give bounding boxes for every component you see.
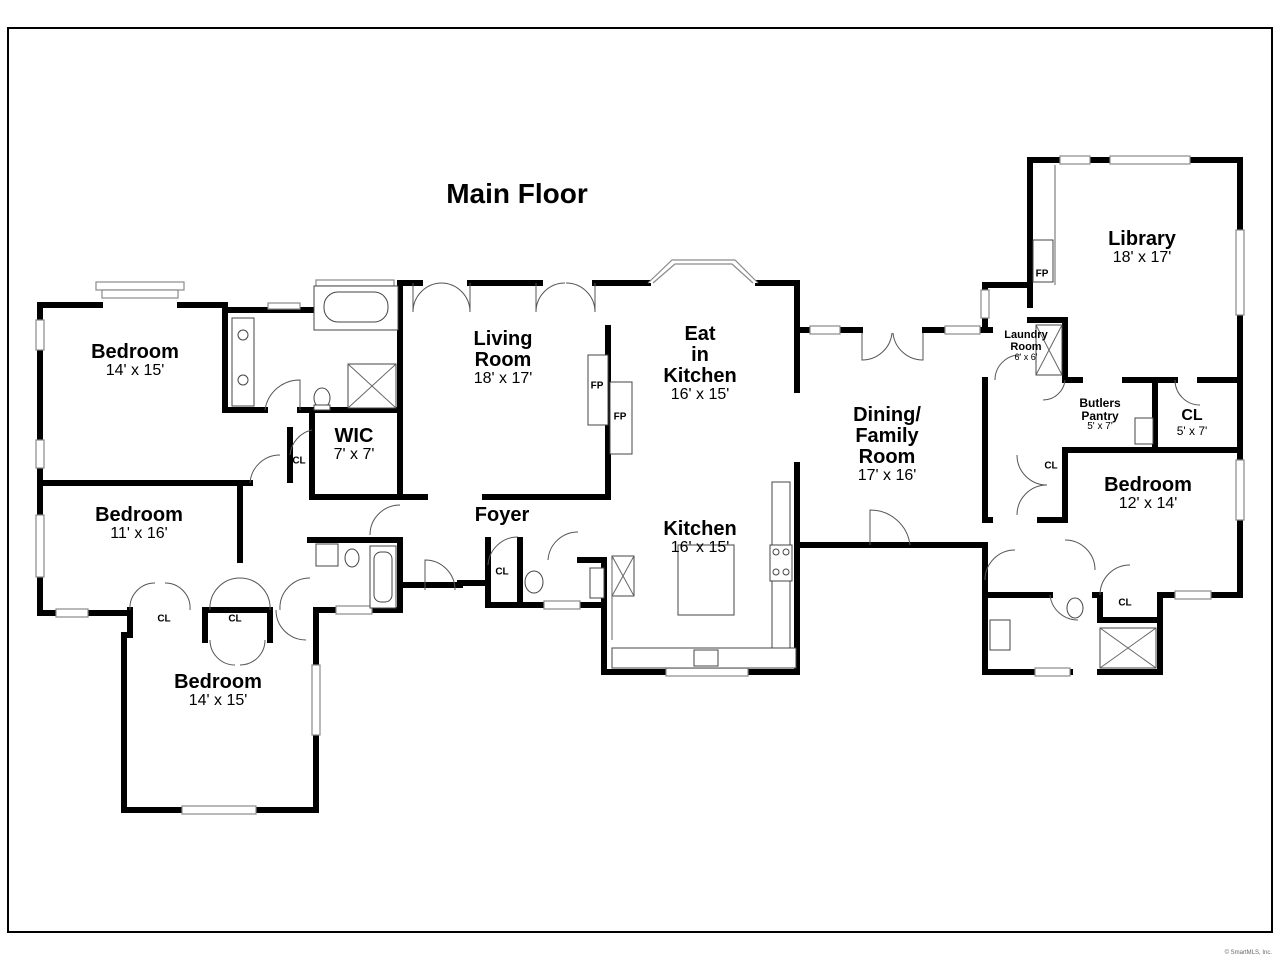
room-dimensions: 5' x 7' — [1087, 421, 1113, 433]
closet-tag: CL — [1118, 597, 1132, 609]
room-dining-family: Dining/ Family Room 17' x 16' — [853, 405, 921, 485]
room-bedroom-e: Bedroom 12' x 14' — [1104, 475, 1192, 513]
floor-title: Main Floor — [446, 178, 588, 209]
copyright-credit: © SmartMLS, Inc. — [1224, 950, 1272, 956]
fixtures — [231, 165, 1157, 669]
room-dimensions: 16' x 15' — [670, 539, 730, 556]
room-name: Bedroom — [174, 671, 262, 693]
room-dimensions: 5' x 7' — [1176, 423, 1208, 438]
room-dimensions: 18' x 17' — [473, 370, 533, 387]
closet-tag: CL — [495, 566, 509, 578]
room-butlers-pantry: Butlers Pantry 5' x 7' — [1079, 397, 1120, 433]
room-name: Kitchen — [663, 518, 737, 540]
room-dimensions: 18' x 17' — [1112, 249, 1172, 266]
page-border — [7, 27, 1273, 933]
room-closet-east: CL 5' x 7' — [1176, 407, 1208, 438]
doors — [129, 282, 1201, 666]
room-bedroom-sw: Bedroom 14' x 15' — [174, 672, 262, 710]
room-name: Bedroom — [1104, 474, 1192, 496]
room-name: Bedroom — [91, 341, 179, 363]
room-dimensions: 11' x 16' — [110, 525, 168, 542]
room-name: Living Room — [473, 328, 533, 371]
room-dimensions: 7' x 7' — [333, 446, 375, 463]
room-name: Laundry Room — [1004, 329, 1048, 353]
room-name: Foyer — [474, 504, 530, 526]
room-name: Butlers Pantry — [1079, 396, 1121, 423]
room-name: Bedroom — [95, 504, 183, 526]
room-library: Library 18' x 17' — [1108, 229, 1176, 267]
windows — [35, 155, 1245, 815]
room-wic: WIC 7' x 7' — [334, 426, 375, 464]
closet-tag: CL — [157, 613, 171, 625]
room-dimensions: 6' x 6' — [1014, 352, 1038, 363]
room-dimensions: 17' x 16' — [857, 467, 917, 484]
room-dimensions: 14' x 15' — [188, 692, 248, 709]
room-name: Eat in Kitchen — [663, 323, 737, 387]
room-foyer: Foyer — [475, 505, 529, 526]
room-name: Library — [1108, 228, 1176, 250]
room-name: WIC — [334, 425, 374, 447]
room-eat-in-kitchen: Eat in Kitchen 16' x 15' — [663, 324, 736, 404]
room-name: CL — [1181, 407, 1203, 424]
room-living-room: Living Room 18' x 17' — [474, 329, 533, 388]
room-dimensions: 14' x 15' — [105, 362, 165, 379]
room-name: Dining/ Family Room — [853, 404, 921, 468]
room-bedroom-w: Bedroom 11' x 16' — [95, 505, 183, 543]
closet-tag: CL — [228, 613, 242, 625]
room-dimensions: 16' x 15' — [670, 386, 730, 403]
room-kitchen: Kitchen 16' x 15' — [663, 519, 736, 557]
closet-tag: CL — [1044, 460, 1058, 472]
fireplace-tag: FP — [1035, 268, 1049, 280]
room-bedroom-nw: Bedroom 14' x 15' — [91, 342, 179, 380]
closet-tag: CL — [292, 455, 306, 467]
room-laundry: Laundry Room 6' x 6' — [1004, 329, 1048, 363]
fireplace-tag: FP — [590, 380, 604, 392]
room-dimensions: 12' x 14' — [1118, 495, 1178, 512]
fireplace-tag: FP — [613, 411, 627, 423]
